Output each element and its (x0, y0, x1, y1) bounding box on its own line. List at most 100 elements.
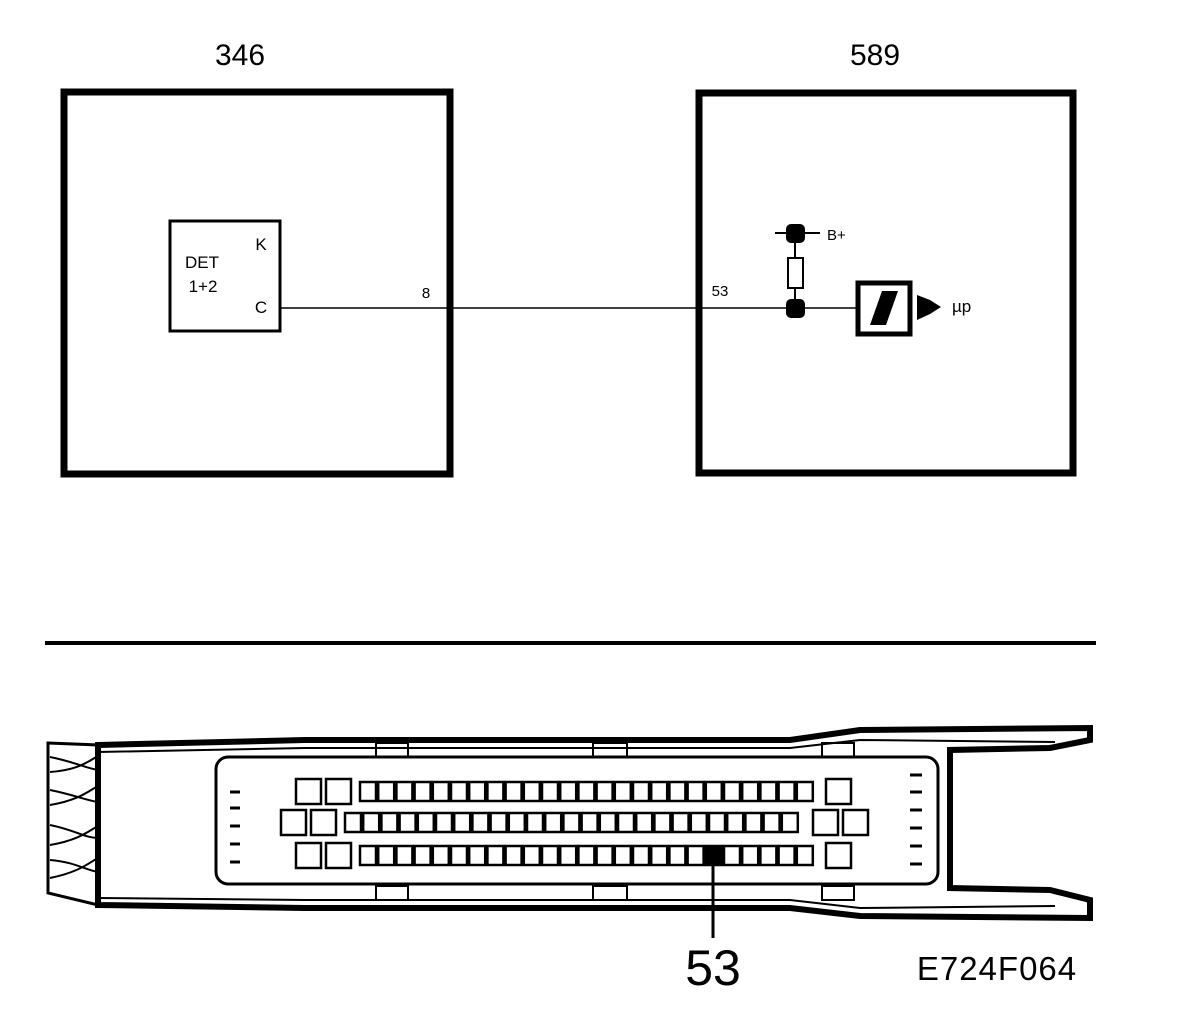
large-pin-cavity (824, 841, 853, 870)
connector-shell-inner (97, 738, 1056, 910)
pin-cavity (722, 780, 742, 803)
shell-rib-6 (821, 885, 855, 901)
large-pin-cavity (279, 808, 308, 837)
large-pin-cavity (841, 808, 870, 837)
schematic: 346 DET 1+2 K C 8 589 53 B+ µp (60, 39, 1077, 478)
pin-cavity (744, 811, 763, 834)
pin-cavity (416, 811, 436, 834)
pin-cavity (686, 780, 705, 803)
pin-cavity (522, 780, 542, 803)
pin-cavity (540, 844, 560, 867)
large-pin-cavity (811, 808, 840, 837)
pin-cavity (361, 811, 381, 834)
pin-cavity (777, 780, 796, 803)
module-589-pin-number: 53 (712, 283, 729, 300)
pin-cavity (562, 811, 581, 834)
pin-cavity (467, 780, 487, 803)
large-pin-cavity (324, 777, 353, 806)
pin-cavity (376, 844, 396, 867)
module-346-number: 346 (215, 39, 265, 72)
pin-cavity (634, 811, 654, 834)
pin-cavity (558, 844, 578, 867)
carrier-right-notches (910, 773, 922, 866)
pin-cavity (431, 780, 451, 803)
detector-label-line2: 1+2 (189, 277, 218, 296)
pin-cavity (467, 844, 487, 867)
pin-cavity (725, 811, 745, 834)
pin-cavity (376, 780, 396, 803)
connector-shell (95, 724, 1093, 922)
microprocessor-label: µp (952, 297, 971, 316)
pin-cavity (434, 811, 454, 834)
large-pin-cavity (294, 777, 323, 806)
pin-cavity (577, 780, 596, 803)
shell-rib-3 (821, 742, 855, 758)
pin-53-cavity (704, 844, 724, 867)
large-pin-cavity (324, 841, 353, 870)
pin-cavity (689, 811, 709, 834)
module-346-box (60, 88, 454, 478)
pin-cavity (740, 780, 760, 803)
pin-cavity (653, 811, 672, 834)
pin-cavity (413, 844, 432, 867)
pin-cavity (722, 844, 742, 867)
pin-cavity (795, 844, 815, 867)
module-589-number: 589 (850, 39, 900, 72)
pin-cavity (343, 811, 363, 834)
pin-cavity (395, 844, 414, 867)
detector-label-line1: DET (185, 253, 219, 272)
pin-cavity (759, 844, 778, 867)
shell-rib-4 (375, 885, 409, 901)
pin-cavity (595, 780, 614, 803)
pin-cavity (704, 780, 724, 803)
pin-cavity (668, 844, 687, 867)
pin-cavity (577, 844, 596, 867)
pin-cavity (413, 780, 432, 803)
pin-cavity (649, 780, 669, 803)
pullup-resistor (787, 257, 804, 289)
pin-cavity (740, 844, 760, 867)
pin-cavity (358, 780, 378, 803)
pin-cavity (452, 811, 472, 834)
shell-rib-1 (375, 742, 409, 758)
pin-cavity (671, 811, 690, 834)
pin-cavity (522, 844, 542, 867)
pin-cavity (762, 811, 781, 834)
pin-cavity (707, 811, 727, 834)
pin-cavity (486, 780, 505, 803)
pin-cavity (431, 844, 451, 867)
supply-label: B+ (827, 227, 846, 244)
pin-cavity (398, 811, 417, 834)
pin-cavity (358, 844, 378, 867)
pin-cavity (580, 811, 599, 834)
pin-cavity (780, 811, 800, 834)
pin-cavity (616, 811, 636, 834)
pin-cavity (668, 780, 687, 803)
pin-cavity (504, 844, 523, 867)
input-node (786, 299, 805, 318)
detector-pin-k: K (255, 235, 267, 254)
pin-53-callout-label: 53 (685, 940, 741, 996)
pin-cavity (649, 844, 669, 867)
pin-cavity (613, 780, 633, 803)
pin-cavity (613, 844, 633, 867)
shell-rib-5 (592, 885, 628, 901)
supply-node (786, 224, 805, 243)
pin-cavity (525, 811, 545, 834)
carrier-left-notches (230, 790, 240, 864)
pin-cavity (471, 811, 490, 834)
pin-cavity (598, 811, 618, 834)
pin-cavity (777, 844, 796, 867)
pin-cavity (489, 811, 508, 834)
pin-cavity (631, 844, 651, 867)
module-346-pin-number: 8 (422, 285, 430, 302)
schmitt-trigger-icon (870, 291, 898, 325)
large-pin-cavity (309, 808, 338, 837)
pin-cavity (540, 780, 560, 803)
module-589-box (695, 89, 1077, 477)
pin-cavity (759, 780, 778, 803)
pin-cavity (486, 844, 505, 867)
detector-pin-c: C (255, 298, 267, 317)
pin-cavity (504, 780, 523, 803)
